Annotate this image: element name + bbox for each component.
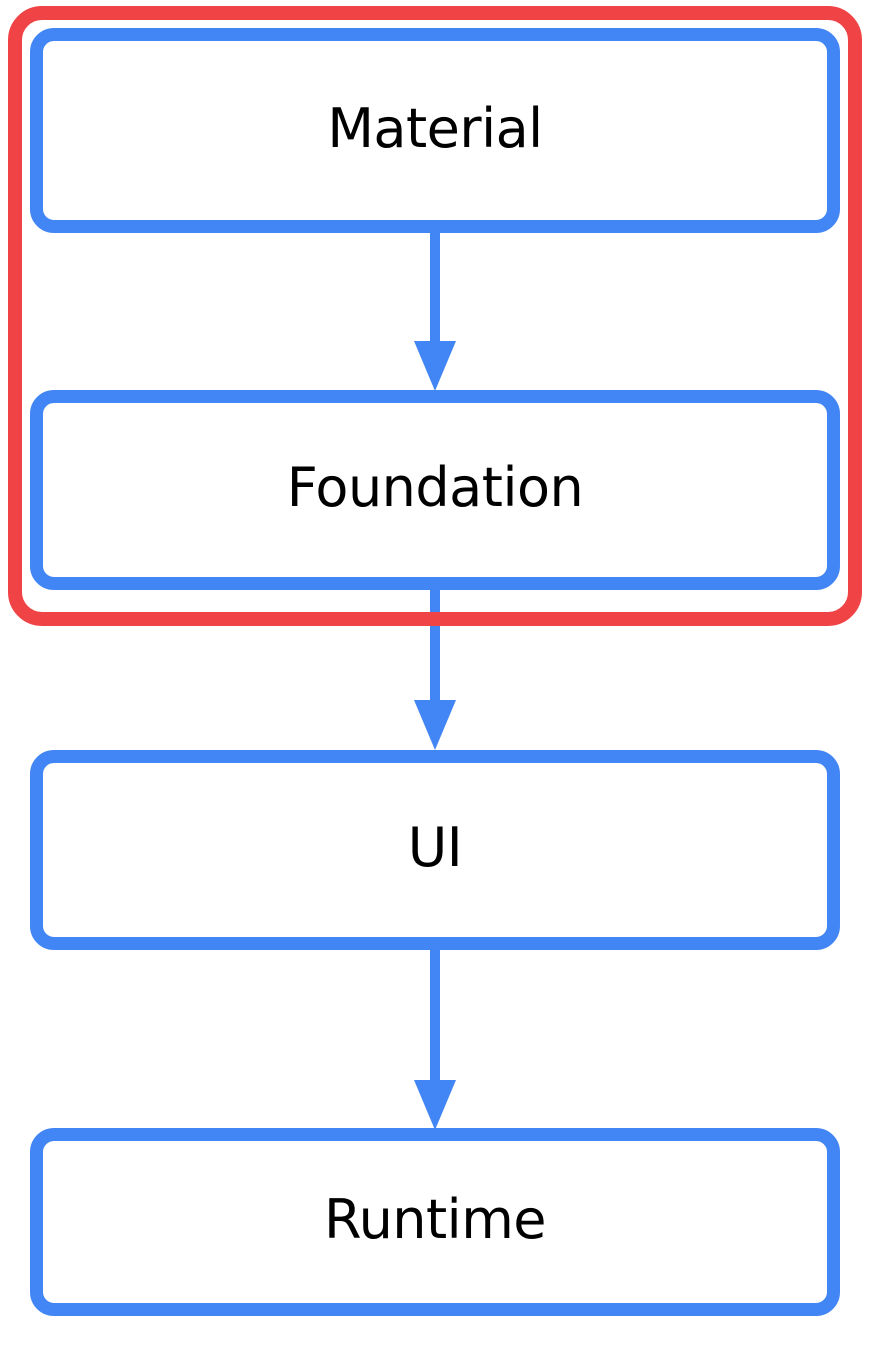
node-material-label: Material [327,96,543,160]
arrow-line [430,233,440,342]
arrowhead-down-icon [414,700,456,750]
node-runtime-label: Runtime [323,1188,547,1251]
arrow-line [430,590,440,701]
node-material: Material [30,28,840,233]
arrowhead-down-icon [414,1080,456,1130]
arrowhead-down-icon [414,341,456,391]
node-ui: UI [30,750,840,950]
node-runtime: Runtime [30,1128,840,1316]
node-foundation-label: Foundation [286,456,584,519]
arrow-line [430,950,440,1081]
node-foundation: Foundation [30,390,840,590]
node-ui-label: UI [407,816,463,879]
